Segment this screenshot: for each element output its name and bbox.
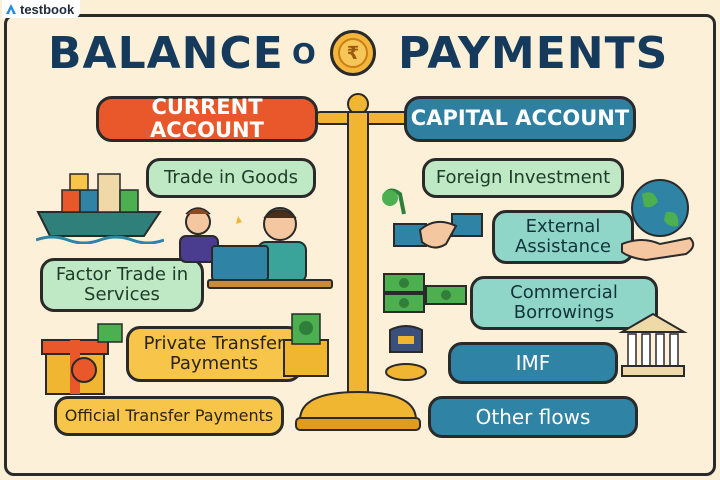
money-stack-icon — [383, 273, 467, 313]
people-laptop-icon — [179, 207, 333, 289]
coin-symbol: ₹ — [338, 38, 368, 68]
bank-building-icon — [618, 312, 688, 377]
testbook-logo-icon — [6, 4, 16, 14]
current-item-private-transfer: Private Transfer Payments — [126, 326, 302, 382]
capital-item-other-flows: Other flows — [428, 396, 638, 438]
capital-item-imf: IMF — [448, 342, 618, 384]
current-item-trade-goods: Trade in Goods — [146, 158, 316, 198]
handshake-icon — [382, 188, 483, 249]
gift-money-icon — [283, 313, 329, 377]
cargo-ship-icon — [36, 173, 164, 244]
current-account-heading: CURRENT ACCOUNT — [96, 95, 318, 142]
globe-hand-icon — [621, 179, 695, 262]
gift-box-icon — [41, 323, 123, 395]
current-item-factor-trade: Factor Trade in Services — [40, 258, 204, 312]
capital-account-heading: CAPITAL ACCOUNT — [404, 96, 636, 142]
brand-logo: testbook — [2, 0, 81, 18]
title-payments: PAYMENTS — [398, 27, 669, 79]
brand-name: testbook — [20, 1, 75, 17]
capital-item-foreign-investment: Foreign Investment — [422, 158, 624, 198]
title-connector: O — [292, 36, 317, 70]
capital-item-commercial-borrowings: Commercial Borrowings — [470, 276, 658, 330]
safe-icon — [385, 325, 427, 381]
title-balance: BALANCE — [48, 27, 284, 79]
rupee-coin-icon: ₹ — [330, 30, 376, 76]
current-item-official-transfer: Official Transfer Payments — [54, 396, 284, 436]
capital-item-external-assistance: External Assistance — [492, 210, 634, 264]
